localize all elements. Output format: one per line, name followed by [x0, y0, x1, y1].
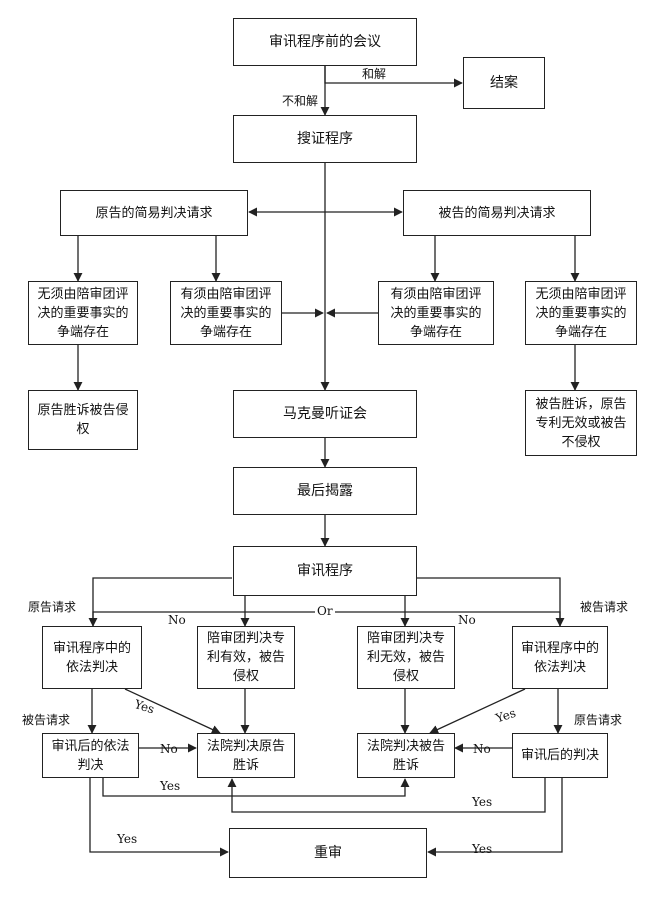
node-court-plaintiff-wins: 法院判决原告胜诉 [197, 733, 295, 778]
label-yes-6: Yes [472, 842, 493, 856]
label-defendant-request-1: 被告请求 [580, 600, 629, 614]
label-yes-4: Yes [472, 795, 493, 809]
node-defendant-summary-judgment: 被告的简易判决请求 [403, 190, 591, 236]
node-plaintiff-summary-judgment: 原告的简易判决请求 [60, 190, 248, 236]
node-plaintiff-jury-issue: 有须由陪审团评决的重要事实的争端存在 [170, 281, 282, 345]
label-or: Or [315, 604, 335, 618]
node-trial: 审讯程序 [233, 546, 417, 596]
label-no-2: No [458, 613, 476, 627]
node-plaintiff-wins-infringement: 原告胜诉被告侵权 [28, 390, 138, 450]
node-markman-hearing: 马克曼听证会 [233, 390, 417, 438]
label-no-4: No [473, 742, 491, 756]
node-post-trial-judgment: 审讯后的判决 [512, 733, 608, 778]
node-jury-patent-invalid: 陪审团判决专利无效，被告侵权 [357, 626, 455, 689]
node-discovery: 搜证程序 [233, 115, 417, 163]
node-plaintiff-no-jury-issue: 无须由陪审团评决的重要事实的争端存在 [28, 281, 138, 345]
label-plaintiff-request-1: 原告请求 [28, 600, 77, 614]
label-plaintiff-request-2: 原告请求 [574, 713, 623, 727]
node-defendant-jury-issue: 有须由陪审团评决的重要事实的争端存在 [378, 281, 494, 345]
node-defendant-jmol: 审讯程序中的依法判决 [512, 626, 608, 689]
node-jury-patent-valid: 陪审团判决专利有效，被告侵权 [197, 626, 295, 689]
node-court-defendant-wins: 法院判决被告胜诉 [357, 733, 455, 778]
node-final-disclosure: 最后揭露 [233, 467, 417, 515]
label-settle: 和解 [362, 67, 387, 81]
node-retrial: 重审 [229, 828, 427, 878]
label-no-3: No [160, 742, 178, 756]
node-post-trial-jmol: 审讯后的依法判决 [42, 733, 139, 778]
node-case-closed: 结案 [463, 57, 545, 109]
label-no-settle: 不和解 [282, 94, 319, 108]
label-yes-5: Yes [117, 832, 138, 846]
label-defendant-request-2: 被告请求 [22, 713, 71, 727]
node-plaintiff-jmol: 审讯程序中的依法判决 [42, 626, 142, 689]
node-pretrial-conference: 审讯程序前的会议 [233, 18, 417, 66]
node-defendant-no-jury-issue: 无须由陪审团评决的重要事实的争端存在 [525, 281, 637, 345]
node-defendant-wins: 被告胜诉，原告专利无效或被告不侵权 [525, 390, 637, 456]
label-no-1: No [168, 613, 186, 627]
label-yes-3: Yes [160, 779, 181, 793]
